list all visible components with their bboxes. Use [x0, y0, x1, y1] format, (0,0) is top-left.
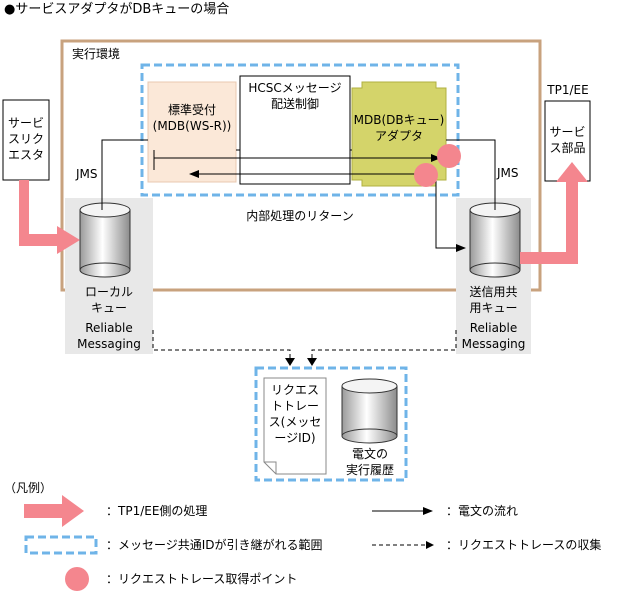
send-queue-label: 送信用共 用キュー — [469, 285, 518, 315]
standard-receiver-label: 標準受付 (MDB(WS-R)) — [152, 103, 232, 133]
legend-tp1-processing: ：TP1/EE側の処理 — [106, 504, 208, 518]
message-id-scope-box — [140, 63, 460, 197]
local-queue-label: ローカル キュー — [84, 285, 133, 315]
legend-message-flow: ：電文の流れ — [446, 504, 519, 518]
mdb-adapter-shape — [351, 81, 447, 187]
legend-trace-point: ：リクエストトレース取得ポイント — [106, 572, 298, 586]
internal-return-label: 内部処理のリターン — [246, 209, 354, 223]
tp1-flow-right — [520, 162, 588, 264]
message-history-label: 電文の 実行履歴 — [345, 447, 394, 477]
legend-message-id-scope: ：メッセージ共通IDが引き継がれる範囲 — [106, 538, 323, 552]
trace-storage-box — [254, 366, 408, 482]
hcsc-control-label: HCSCメッセージ 配送制御 — [248, 81, 342, 111]
service-part-label: サービ ス部品 — [549, 125, 586, 155]
reliable-messaging-right: Reliable Messaging — [461, 321, 526, 351]
trace-arrow-right-head — [307, 358, 317, 366]
reliable-messaging-left: Reliable Messaging — [77, 321, 141, 351]
service-requester-box — [2, 99, 50, 181]
legend-graphics — [24, 495, 434, 591]
legend-trace-collection: ：リクエストトレースの収集 — [446, 538, 602, 552]
jms-right-label: JMS — [497, 166, 519, 180]
mdb-adapter-label: MDB(DBキュー) アダプタ — [353, 113, 445, 143]
execution-env-label: 実行環境 — [72, 47, 121, 61]
message-flow-lines — [101, 139, 496, 252]
service-requester-label: サービ スリク エスタ — [7, 116, 44, 162]
request-trace-label: リクエス トトレー ス(メッセ ージID) — [268, 383, 322, 445]
message-history-cylinder — [341, 378, 398, 444]
trace-arrow-left-head — [285, 358, 295, 366]
tp1-label: TP1/EE — [547, 83, 589, 97]
request-trace-document — [263, 377, 327, 475]
execution-env-frame — [60, 39, 542, 292]
trace-collection-lines — [152, 330, 457, 362]
legend-title: （凡例） — [4, 481, 53, 495]
jms-left-label: JMS — [76, 167, 98, 181]
local-queue-cylinder — [79, 202, 131, 278]
page-title: ●サービスアダプタがDBキューの場合 — [4, 2, 230, 17]
trace-point-marker-2 — [414, 163, 438, 187]
tp1-flow-left — [19, 180, 80, 254]
standard-receiver-box — [147, 81, 237, 183]
send-queue-cylinder — [469, 202, 521, 278]
hcsc-control-box — [239, 75, 351, 185]
trace-point-marker-1 — [437, 144, 461, 168]
